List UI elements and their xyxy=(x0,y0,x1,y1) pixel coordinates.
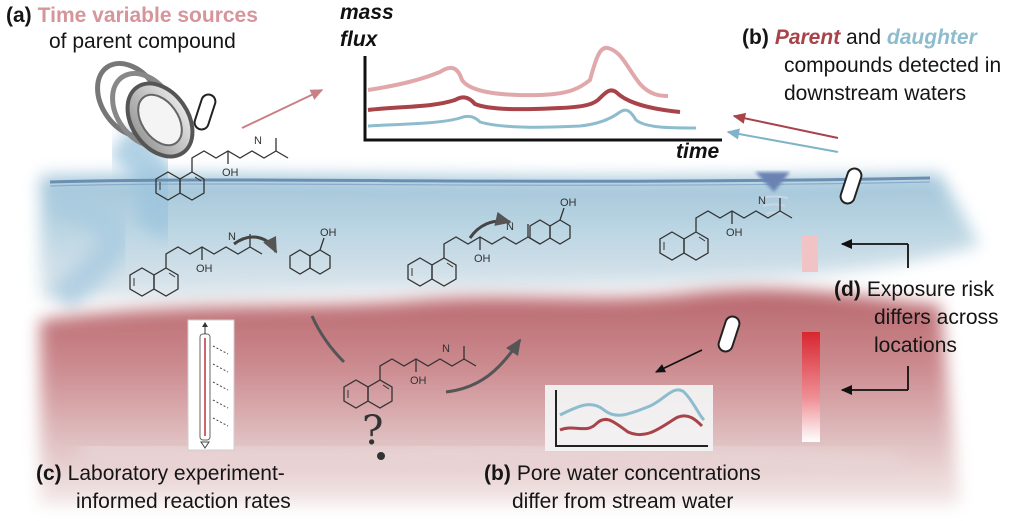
exposure-risk-bar-low xyxy=(802,236,818,272)
oh-label: OH xyxy=(410,375,427,387)
flux-axis-label-mass: mass xyxy=(340,1,394,24)
nh-label: N xyxy=(506,221,514,233)
stream-water xyxy=(40,124,980,311)
parent-molecule-porewater: OH N xyxy=(343,343,477,409)
oh-label: OH xyxy=(474,253,491,265)
lab-column-panel xyxy=(187,319,235,451)
parent-arrow xyxy=(732,112,839,139)
question-mark: ? xyxy=(362,408,383,454)
pipe-icon xyxy=(95,61,195,159)
exposure-risk-bar-high xyxy=(802,332,820,442)
nh-label: N xyxy=(758,195,766,207)
sample-vial-icon xyxy=(193,93,217,131)
sample-vial-icon xyxy=(839,167,863,205)
flux-axis-label-time: time xyxy=(676,140,720,163)
parent-molecule-source: OH N xyxy=(155,135,289,201)
panel-a-tag: (a) xyxy=(6,4,32,27)
source-arrow xyxy=(241,89,324,129)
daughter-molecule-1: OH xyxy=(289,227,337,275)
parent-molecule-water-middle: OH N xyxy=(407,221,541,287)
panel-b-top-line2: compounds detected in xyxy=(784,54,1002,77)
parent-flux-line xyxy=(367,88,681,114)
nh-label: N xyxy=(228,231,236,243)
daughter-molecule-2: OH xyxy=(529,197,577,245)
oh-label: OH xyxy=(320,227,337,239)
panel-b-bottom-line2: differ from stream water xyxy=(512,490,734,513)
panel-a-highlight: Time variable sources xyxy=(37,4,258,27)
parent-molecule-water-left: OH N xyxy=(129,231,263,297)
water-surface-line xyxy=(49,176,931,184)
porewater-daughter-line xyxy=(559,388,706,422)
nh-label: N xyxy=(254,135,262,147)
panel-a-label: (a)Time variable sources xyxy=(6,4,258,28)
and-word: and xyxy=(840,26,887,49)
parent-word: Parent xyxy=(774,26,841,49)
panel-d-line1: Exposure risk xyxy=(866,278,995,301)
panel-d-line2: differs across xyxy=(874,306,999,329)
source-flux-line xyxy=(367,45,669,98)
panel-b-bottom-line1: Pore water concentrations xyxy=(516,462,761,485)
daughter-word: daughter xyxy=(886,26,977,49)
panel-c-label: (c)Laboratory experiment- xyxy=(36,462,285,486)
panel-d-tag: (d) xyxy=(834,278,861,301)
oh-label: OH xyxy=(196,263,213,275)
flux-axis-label-flux: flux xyxy=(340,28,378,51)
oh-label: OH xyxy=(726,227,743,239)
oh-label: OH xyxy=(560,197,577,209)
nh-label: N xyxy=(442,343,450,355)
panel-c-tag: (c) xyxy=(36,462,62,485)
panel-b-top-tag: (b) xyxy=(742,26,769,49)
reaction-arrow xyxy=(468,211,512,239)
reaction-arrow xyxy=(233,235,278,254)
parent-molecule-water-right: OH N xyxy=(659,195,793,261)
daughter-arrow xyxy=(726,128,839,153)
upwelling-vortex-icon xyxy=(755,172,790,215)
porewater-parent-line xyxy=(559,414,704,437)
oh-label: OH xyxy=(222,167,239,179)
downwelling-arrow xyxy=(310,315,346,364)
panel-b-bottom-tag: (b) xyxy=(484,462,511,485)
panel-b-top-line3: downstream waters xyxy=(784,82,967,105)
panel-a-subtitle: of parent compound xyxy=(49,30,236,53)
panel-d-label: (d)Exposure risk xyxy=(834,278,994,302)
panel-b-top-label: (b)Parent and daughter xyxy=(742,26,977,50)
panel-c-line1: Laboratory experiment- xyxy=(67,462,285,485)
panel-c-line2: informed reaction rates xyxy=(76,490,291,513)
flux-plot xyxy=(363,45,722,142)
porewater-plot xyxy=(545,385,713,451)
exposure-bracket xyxy=(840,238,909,396)
sample-vial-icon xyxy=(717,315,741,353)
porewater-arrow xyxy=(654,349,703,373)
upwelling-arrow xyxy=(445,338,522,394)
panel-b-bottom-label: (b)Pore water concentrations xyxy=(484,462,761,486)
panel-d-line3: locations xyxy=(874,334,957,357)
daughter-flux-line xyxy=(367,108,697,130)
